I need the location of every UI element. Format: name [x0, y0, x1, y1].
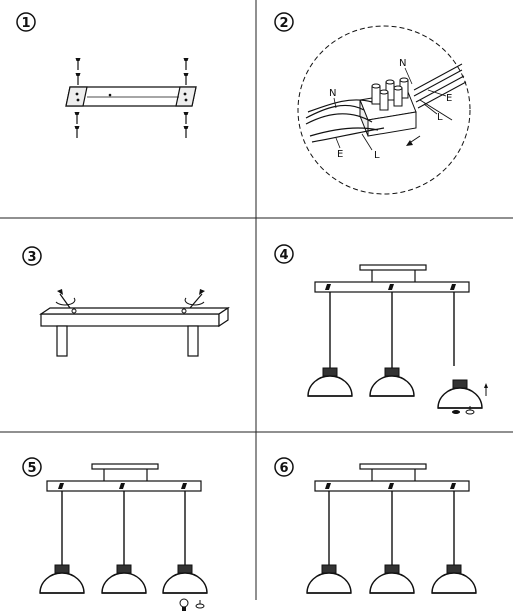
bulb-icon — [179, 598, 189, 611]
screw-icon — [74, 72, 82, 86]
label-neutral-top: N — [399, 58, 406, 69]
panel-dividers — [0, 0, 513, 600]
screw-icon — [73, 125, 81, 139]
step-number-5: 5 — [27, 461, 36, 476]
label-live-top: L — [437, 112, 443, 123]
canopy-mount-illustration — [39, 289, 230, 357]
screw-icon — [182, 125, 190, 139]
step-number-badge: 4 — [274, 244, 294, 264]
lamp-shade — [431, 564, 477, 594]
lamp-shade — [369, 367, 415, 397]
step-1-panel: 1 — [16, 12, 197, 139]
label-earth-bottom: E — [337, 149, 343, 160]
lamp-shade — [162, 564, 208, 594]
step-number-1: 1 — [21, 16, 30, 31]
lamp-shade — [306, 564, 352, 594]
screw-icon — [74, 57, 82, 71]
screw-icon — [184, 289, 205, 309]
step-2-panel: 2 — [274, 12, 471, 195]
step-number-badge: 2 — [274, 12, 294, 32]
step-number-3: 3 — [27, 250, 36, 265]
step-number-badge: 5 — [22, 457, 42, 477]
step-number-badge: 1 — [16, 12, 36, 32]
screw-icon — [73, 111, 81, 125]
screw-icon — [182, 57, 190, 71]
lamp-wires — [305, 99, 385, 143]
label-earth-top: E — [446, 93, 452, 104]
screw-icon — [182, 72, 190, 86]
label-live-bottom: L — [374, 150, 380, 161]
terminal-block — [359, 77, 417, 137]
lamp-shade — [307, 367, 353, 397]
step-number-badge: 3 — [22, 246, 42, 266]
step-4-panel: 4 — [274, 244, 488, 415]
step-number-badge: 6 — [274, 457, 294, 477]
step-number-2: 2 — [279, 16, 288, 31]
socket-icon — [452, 410, 460, 414]
label-neutral-mid: N — [329, 88, 336, 99]
step-6-panel: 6 — [274, 457, 477, 594]
ring-icon — [465, 406, 475, 415]
step-3-panel: 3 — [22, 246, 230, 357]
lamp-shade — [39, 564, 85, 594]
screw-icon — [182, 111, 190, 125]
lamp-shade-lowered — [437, 379, 483, 409]
fixture-final-illustration — [306, 463, 477, 594]
step-5-panel: 5 — [22, 457, 208, 611]
ring-icon — [195, 600, 205, 609]
step-number-4: 4 — [279, 248, 288, 263]
screw-icon — [55, 289, 76, 309]
lamp-shade — [101, 564, 147, 594]
wiring-detail-illustration: N E L N E L — [297, 25, 471, 195]
mounting-bracket-illustration — [65, 57, 197, 139]
step-number-6: 6 — [279, 461, 288, 476]
fixture-complete-illustration — [39, 463, 208, 611]
lamp-shade — [369, 564, 415, 594]
fixture-assembly-illustration — [307, 264, 488, 415]
